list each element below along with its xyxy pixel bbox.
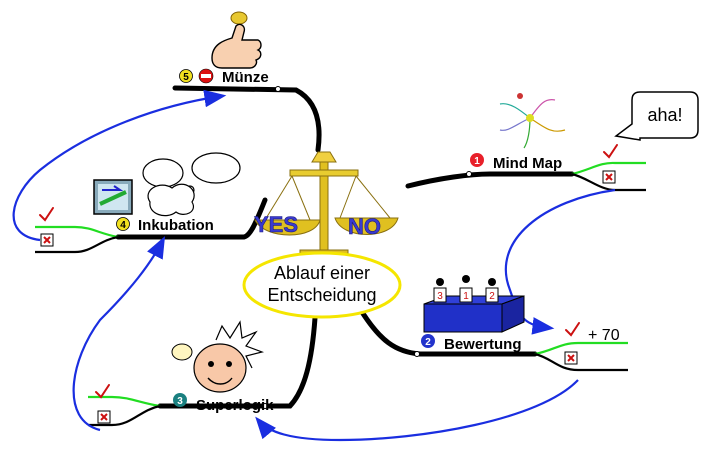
- badge-number-3: 3: [177, 396, 183, 407]
- arrow-mindmap-to-bewertung: [504, 188, 616, 335]
- center-topic: Ablauf einer Entscheidung: [242, 251, 402, 319]
- aha-speech-bubble: aha!: [614, 91, 699, 141]
- branch-inkubation: 4 Inkubation: [93, 152, 241, 234]
- reject-box-icon: [564, 351, 578, 365]
- branch-superlogik-line: [157, 315, 318, 409]
- bewertung-reject-line: [534, 352, 628, 372]
- branch-superlogik: 3 Superlogik: [171, 320, 274, 414]
- reject-box-icon: [602, 170, 616, 184]
- scale-yes-label: YES: [254, 212, 298, 237]
- scale-no-label: NO: [348, 214, 381, 239]
- inkubation-accept-line: [35, 225, 119, 239]
- branch-label-bewertung: Bewertung: [444, 336, 522, 353]
- check-icon: [565, 322, 580, 337]
- center-title-line1: Ablauf einer: [274, 263, 370, 283]
- stop-sign-icon: [198, 68, 214, 84]
- podium-place: 3: [437, 291, 443, 302]
- arrow-inkubation-to-muenze: [12, 89, 227, 242]
- branch-bewertung: 3 1 2 2 Bewertung + 70: [421, 275, 620, 353]
- superlogik-reject-line: [88, 404, 161, 427]
- reject-box-icon: [97, 410, 111, 424]
- branch-label-superlogik: Superlogik: [196, 397, 274, 414]
- center-title-line2: Entscheidung: [267, 285, 376, 305]
- mindmap-accept-line: [571, 161, 646, 176]
- superlogik-accept-line: [88, 395, 161, 408]
- arrow-bewertung-to-superlogik: [255, 379, 579, 442]
- branch-dot: [275, 86, 281, 92]
- aha-text: aha!: [647, 105, 682, 125]
- badge-number-2: 2: [425, 337, 431, 348]
- flow-arrows: [12, 89, 616, 442]
- branch-dot: [414, 351, 420, 357]
- branch-muenze: 5 Münze: [179, 11, 269, 86]
- badge-number-5: 5: [183, 72, 189, 83]
- podium-place: 1: [463, 291, 469, 302]
- score-annotation: + 70: [588, 327, 620, 344]
- inkubation-reject-line: [35, 235, 119, 254]
- check-icon: [39, 207, 54, 222]
- branch-label-muenze: Münze: [222, 69, 269, 86]
- sleeping-picture-icon: [93, 179, 133, 215]
- branch-dot: [466, 171, 472, 177]
- branch-muenze-line: [172, 85, 322, 153]
- branch-dots: [262, 86, 472, 409]
- arrow-superlogik-to-inkubation: [72, 236, 166, 432]
- thought-bubbles-icon: [142, 152, 241, 217]
- balance-scale-icon: YES NO: [254, 151, 399, 257]
- badge-number-4: 4: [120, 220, 126, 231]
- bewertung-accept-line: [534, 341, 628, 356]
- branch-mindmap-line: [405, 171, 575, 189]
- check-icon: [603, 144, 618, 159]
- badge-number-1: 1: [474, 156, 480, 167]
- thinking-face-icon: [171, 320, 265, 393]
- podium-place: 2: [489, 291, 495, 302]
- reject-boxes: [40, 170, 616, 424]
- branch-label-mindmap: Mind Map: [493, 155, 562, 172]
- mindmap-thumbnail-icon: [499, 93, 566, 149]
- check-marks: [39, 144, 618, 399]
- reject-box-icon: [40, 233, 54, 247]
- check-icon: [95, 384, 110, 399]
- branch-mindmap: 1 Mind Map: [470, 93, 566, 172]
- podium-icon: 3 1 2: [423, 275, 525, 333]
- branch-label-inkubation: Inkubation: [138, 217, 214, 234]
- branch-dot: [262, 403, 268, 409]
- thumbs-up-coin-icon: [211, 11, 262, 69]
- branch-inkubation-line: [115, 197, 268, 240]
